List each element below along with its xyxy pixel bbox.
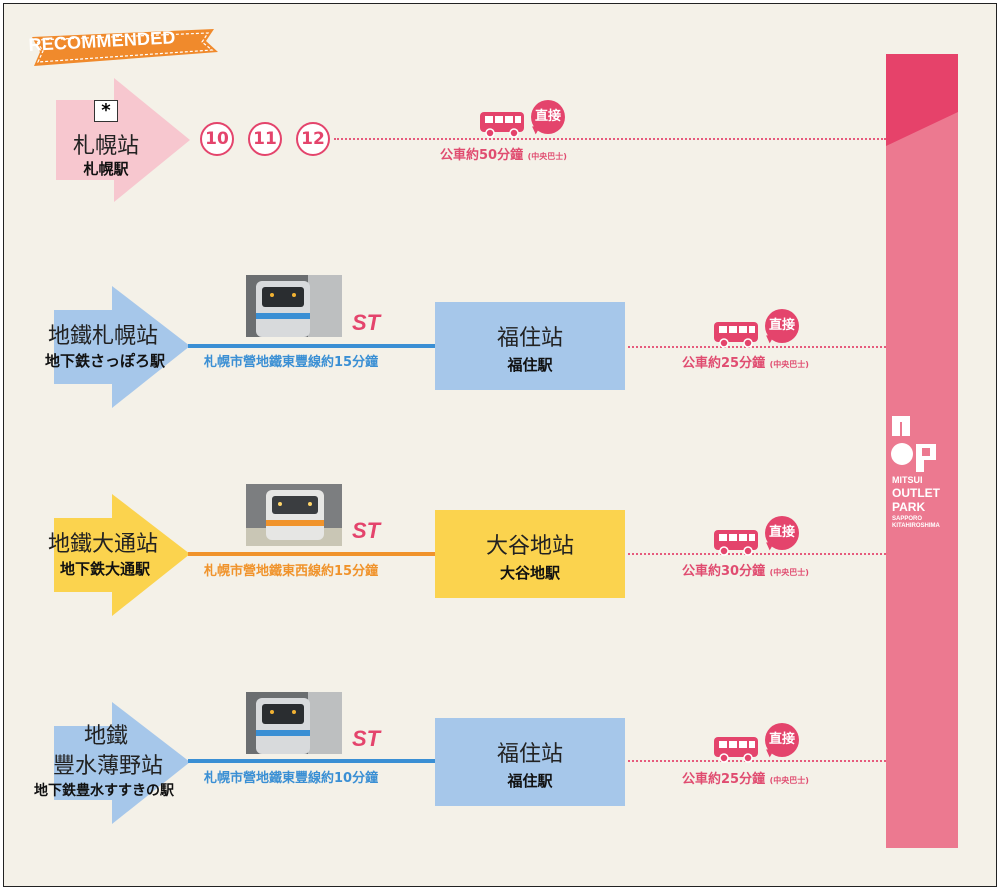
transfer-box-fukuzumi: 福住站 福住駅 bbox=[435, 718, 625, 806]
logo-mitsui: MITSUI bbox=[892, 475, 923, 485]
bus-icon bbox=[714, 322, 758, 348]
bus-stop-11: 11 bbox=[248, 122, 282, 156]
st-logo-icon: ST bbox=[352, 518, 381, 543]
line-caption: 札幌市營地鐵東豐線約10分鐘 bbox=[204, 771, 379, 786]
direct-badge: 直接 bbox=[765, 723, 799, 757]
jr-mark-icon: * bbox=[94, 100, 118, 122]
subway-line bbox=[188, 759, 436, 763]
bus-stop-12: 12 bbox=[296, 122, 330, 156]
st-logo-icon: ST bbox=[352, 310, 381, 335]
transfer-box-fukuzumi: 福住站 福住駅 bbox=[435, 302, 625, 390]
origin-arrow-odori bbox=[54, 494, 190, 616]
bus-stop-10: 10 bbox=[200, 122, 234, 156]
st-logo-icon: ST bbox=[352, 726, 381, 751]
origin-arrow-subway-sapporo bbox=[54, 286, 190, 408]
bus-caption: 公車約25分鐘 (中央巴士) bbox=[682, 772, 809, 787]
origin-jp-subway-sapporo: 地下鉄さっぽろ駅 bbox=[44, 352, 165, 370]
logo-sapporo: SAPPORO bbox=[892, 516, 923, 522]
transfer-jp: 大谷地駅 bbox=[499, 564, 560, 582]
origin-jp-hosui-susukino: 地下鉄豊水すすきの駅 bbox=[34, 783, 174, 799]
transfer-name: 福住站 bbox=[496, 326, 563, 351]
origin-name-line2: 豐水薄野站 bbox=[52, 754, 163, 779]
logo-outlet: OUTLET bbox=[892, 486, 940, 500]
transfer-box-oyachi: 大谷地站 大谷地駅 bbox=[435, 510, 625, 598]
transfer-jp: 福住駅 bbox=[507, 356, 553, 374]
transfer-name: 福住站 bbox=[496, 742, 563, 767]
direct-badge: 直接 bbox=[765, 309, 799, 343]
origin-name-line1: 地鐵 bbox=[83, 724, 128, 749]
bus-route-line bbox=[628, 346, 886, 348]
bus-route-line bbox=[628, 760, 886, 762]
bus-caption: 公車約50分鐘 (中央巴士) bbox=[440, 148, 567, 163]
train-photo-toho bbox=[246, 275, 342, 337]
origin-name-odori: 地鐵大通站 bbox=[47, 532, 158, 557]
mop-logo-icon bbox=[891, 416, 936, 472]
transfer-jp: 福住駅 bbox=[507, 772, 553, 790]
route-map: RECOMMENDED MITSUI OUTLET PARK SAPPORO K… bbox=[3, 3, 997, 887]
direct-badge: 直接 bbox=[531, 100, 565, 134]
bus-icon bbox=[480, 112, 524, 138]
train-photo-tozai bbox=[246, 484, 342, 546]
origin-name-sapporo: 札幌站 bbox=[72, 134, 139, 159]
origin-name-subway-sapporo: 地鐵札幌站 bbox=[47, 324, 158, 349]
origin-arrow-hosui-susukino bbox=[54, 702, 190, 824]
bus-caption: 公車約25分鐘 (中央巴士) bbox=[682, 356, 809, 371]
transfer-name: 大谷地站 bbox=[485, 534, 574, 559]
subway-line bbox=[188, 344, 436, 348]
subway-line bbox=[188, 552, 436, 556]
logo-kitahiroshima: KITAHIROSHIMA bbox=[892, 523, 940, 529]
bus-icon bbox=[714, 737, 758, 763]
recommended-banner bbox=[32, 29, 218, 66]
origin-jp-odori: 地下鉄大通駅 bbox=[59, 560, 150, 578]
line-caption: 札幌市營地鐵東豐線約15分鐘 bbox=[204, 355, 379, 370]
bus-caption: 公車約30分鐘 (中央巴士) bbox=[682, 564, 809, 579]
logo-park: PARK bbox=[892, 500, 926, 514]
origin-arrow-sapporo bbox=[56, 78, 190, 202]
bus-icon bbox=[714, 530, 758, 556]
origin-jp-sapporo: 札幌駅 bbox=[83, 160, 129, 178]
bus-route-line bbox=[628, 553, 886, 555]
direct-badge: 直接 bbox=[765, 516, 799, 550]
line-caption: 札幌市營地鐵東西線約15分鐘 bbox=[204, 564, 379, 579]
bus-route-line bbox=[334, 138, 886, 140]
train-photo-toho bbox=[246, 692, 342, 754]
